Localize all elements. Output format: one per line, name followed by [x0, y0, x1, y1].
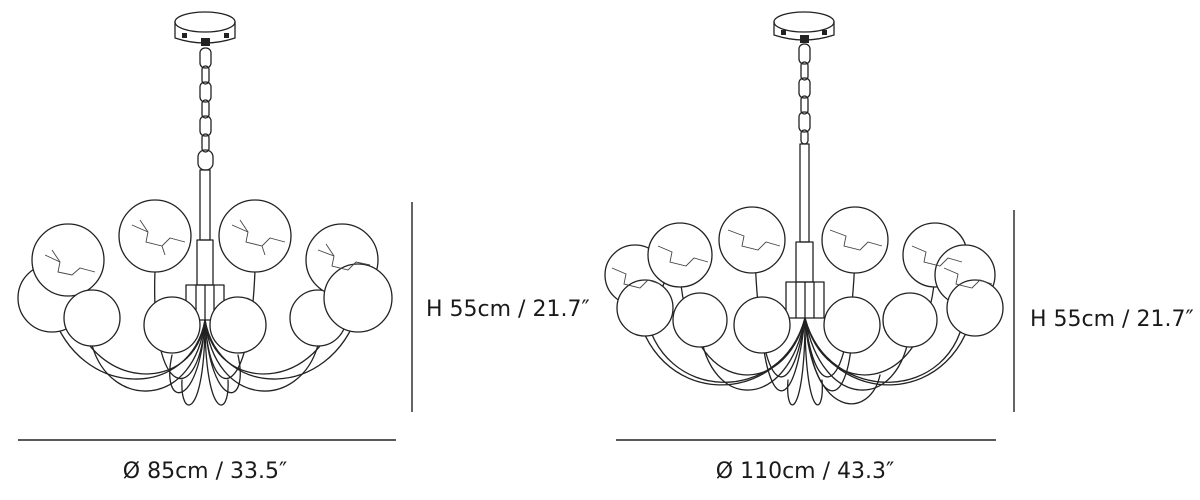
stem-large [785, 143, 825, 319]
chain-small [197, 47, 214, 171]
arms-large [634, 254, 976, 406]
globes-large [604, 206, 1004, 354]
height-label-small: H 55cm / 21.7″ [426, 297, 590, 322]
chandelier-large [604, 11, 1004, 406]
canopy-large [773, 11, 835, 43]
height-label-large: H 55cm / 21.7″ [1030, 307, 1194, 332]
diameter-label-small: Ø 85cm / 33.5″ [123, 459, 287, 484]
chain-large [798, 43, 811, 145]
stem-small [185, 169, 225, 321]
globes-small [17, 199, 393, 354]
canopy-small [174, 11, 236, 46]
diameter-label-large: Ø 110cm / 43.3″ [716, 459, 894, 484]
chandelier-small [17, 11, 393, 406]
